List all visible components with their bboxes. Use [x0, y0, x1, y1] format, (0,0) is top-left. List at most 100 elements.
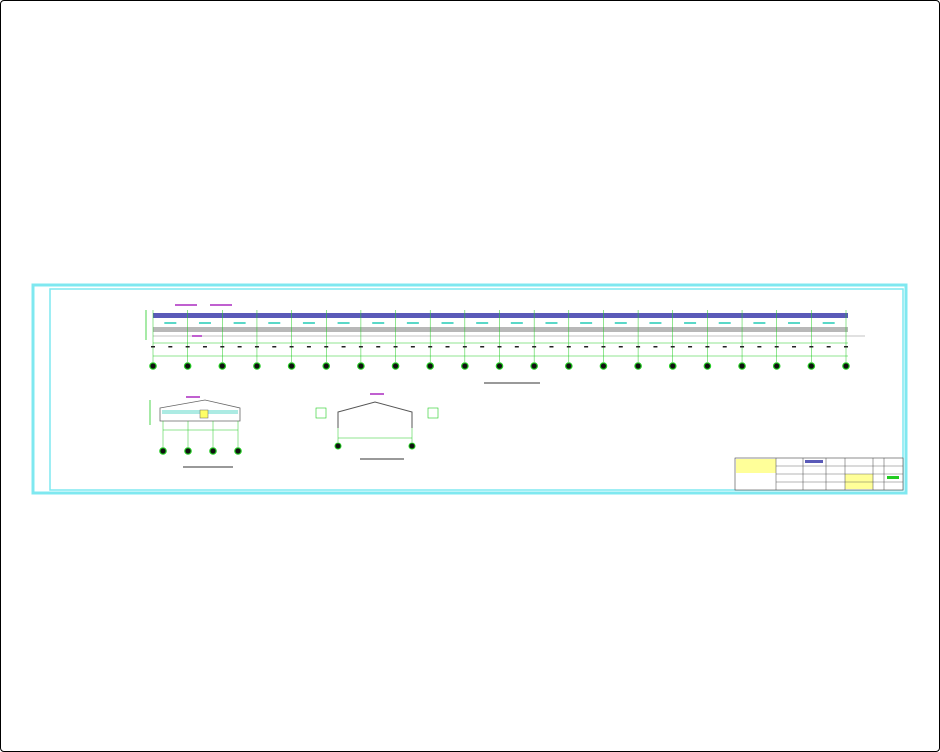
- axis-bubble: [530, 362, 538, 370]
- dimension-text: [341, 346, 346, 348]
- dimension-text: [445, 346, 450, 348]
- bay-label: [198, 322, 211, 324]
- annotation-tag: [210, 304, 232, 306]
- axis-bubble: [322, 362, 331, 370]
- dimension-text: [584, 346, 589, 348]
- annotation-tag: [192, 335, 202, 337]
- dimension-text: [705, 346, 710, 348]
- axis-bubble: [495, 362, 504, 370]
- end-elevation: [149, 396, 242, 468]
- axis-bubble: [357, 362, 365, 370]
- title-block: [734, 457, 904, 491]
- dimension-text: [670, 346, 675, 348]
- text-block: [805, 460, 823, 463]
- dimension-text: [272, 346, 277, 348]
- dimension-text: [826, 346, 831, 348]
- dimension-text: [289, 346, 294, 348]
- axis-bubble: [461, 362, 469, 370]
- bay-label: [476, 322, 489, 324]
- axis-bubble: [334, 442, 342, 450]
- bay-label: [302, 322, 315, 324]
- dimension-text: [514, 346, 519, 348]
- annotation-tag: [186, 396, 200, 398]
- dimension-text: [428, 346, 433, 348]
- bay-label: [441, 322, 454, 324]
- axis-bubble: [218, 362, 227, 370]
- axis-bubble: [184, 447, 192, 455]
- dimension-text: [809, 346, 814, 348]
- dimension-text: [480, 346, 485, 348]
- dimension-text: [601, 346, 606, 348]
- dimension-text: [549, 346, 554, 348]
- bay-label: [372, 322, 385, 324]
- dimension-text: [740, 346, 745, 348]
- wall-band: [153, 327, 848, 332]
- drawing-title-cell: [845, 474, 873, 489]
- dimension-text: [376, 346, 381, 348]
- bay-label: [684, 322, 697, 324]
- bay-label: [580, 322, 593, 324]
- dimension-text: [566, 346, 571, 348]
- section-view: [315, 393, 439, 460]
- dimension-text: [151, 346, 155, 348]
- axis-bubble: [183, 362, 192, 370]
- annotation-tag: [370, 393, 384, 395]
- building-outline: [159, 399, 241, 422]
- axis-bubble: [159, 447, 167, 455]
- bay-label: [753, 322, 766, 324]
- dimension-text: [722, 346, 727, 348]
- dimension-text: [185, 346, 190, 348]
- annotation-tag: [175, 304, 197, 306]
- bay-label: [233, 322, 246, 324]
- sheet-outer-border: [31, 283, 908, 495]
- axis-bubble: [738, 362, 746, 370]
- dimension-text: [653, 346, 658, 348]
- bay-label: [718, 322, 731, 324]
- dimension-text: [497, 346, 502, 348]
- frame-outline: [337, 401, 413, 428]
- dimension-text: [792, 346, 797, 348]
- bay-label: [164, 322, 177, 324]
- dimension-text: [462, 346, 467, 348]
- axis-bubble: [287, 362, 296, 370]
- sheet-inner-border: [49, 288, 904, 491]
- project-name-cell: [736, 459, 776, 473]
- axis-bubble: [209, 447, 217, 455]
- bay-label: [788, 322, 801, 324]
- dimension-text: [393, 346, 398, 348]
- detail-callout: [427, 407, 439, 419]
- long-elevation: [145, 304, 865, 384]
- axis-bubble: [842, 362, 850, 370]
- text-block: [887, 476, 899, 479]
- bay-label: [510, 322, 523, 324]
- dimension-text: [220, 346, 225, 348]
- axis-bubble: [408, 442, 416, 450]
- bay-label: [268, 322, 281, 324]
- bay-label: [649, 322, 662, 324]
- bay-label: [545, 322, 558, 324]
- axis-bubble: [564, 362, 573, 370]
- dimension-text: [254, 346, 259, 348]
- dimension-text: [757, 346, 762, 348]
- drawing-caption: [183, 466, 233, 468]
- dimension-text: [306, 346, 311, 348]
- dimension-text: [237, 346, 242, 348]
- dimension-text: [688, 346, 693, 348]
- bay-label: [406, 322, 419, 324]
- bay-label: [614, 322, 627, 324]
- dimension-text: [618, 346, 623, 348]
- dimension-text: [358, 346, 363, 348]
- axis-bubble: [668, 362, 677, 370]
- axis-bubble: [599, 362, 608, 370]
- door: [199, 409, 209, 419]
- drawing-caption: [484, 382, 540, 384]
- dimension-text: [202, 346, 207, 348]
- axis-bubble: [391, 362, 400, 370]
- bay-label: [337, 322, 350, 324]
- axis-bubble: [634, 362, 642, 370]
- dimension-text: [844, 346, 848, 348]
- axis-bubble: [772, 362, 781, 370]
- axis-bubble: [253, 362, 261, 370]
- bay-label: [822, 322, 835, 324]
